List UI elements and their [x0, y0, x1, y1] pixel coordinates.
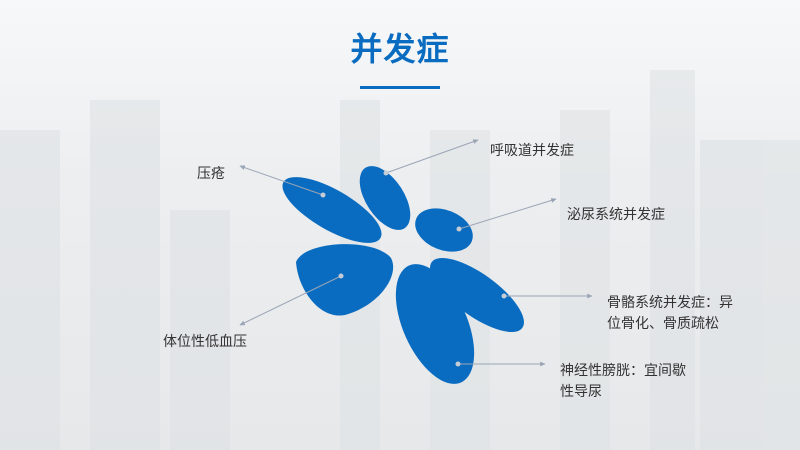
leader-line-pressure-sore [239, 165, 324, 196]
dot-marker [455, 361, 461, 367]
slide-title: 并发症 [350, 30, 450, 68]
dot-marker [501, 293, 507, 299]
petal-urinary [415, 208, 473, 252]
label-skeletal-line2: 位骨化、骨质疏松 [607, 316, 719, 332]
leader-line-urinary [458, 198, 557, 230]
label-urinary: 泌尿系统并发症 [567, 207, 665, 223]
leader-line-respiratory [385, 139, 479, 174]
label-pressure-sore: 压疮 [197, 166, 225, 182]
label-respiratory: 呼吸道并发症 [490, 143, 574, 159]
dot-marker [338, 273, 344, 279]
petal-respiratory [359, 166, 411, 230]
label-orthostatic: 体位性低血压 [163, 334, 247, 350]
petal-skeletal [430, 257, 524, 333]
petal-orthostatic [296, 244, 394, 316]
label-skeletal: 骨骼系统并发症：异 位骨化、骨质疏松 [607, 293, 733, 335]
label-neurogenic: 神经性膀胱：宜间歇 性导尿 [560, 361, 686, 403]
petal-pressure-sore [282, 177, 382, 243]
dot-marker [320, 192, 326, 198]
dot-marker [456, 226, 462, 232]
label-neurogenic-line2: 性导尿 [560, 384, 602, 400]
title-underline [360, 86, 440, 89]
leader-line-orthostatic [239, 275, 342, 326]
label-skeletal-line1: 骨骼系统并发症：异 [607, 295, 733, 311]
label-neurogenic-line1: 神经性膀胱：宜间歇 [560, 363, 686, 379]
dot-marker [383, 170, 389, 176]
